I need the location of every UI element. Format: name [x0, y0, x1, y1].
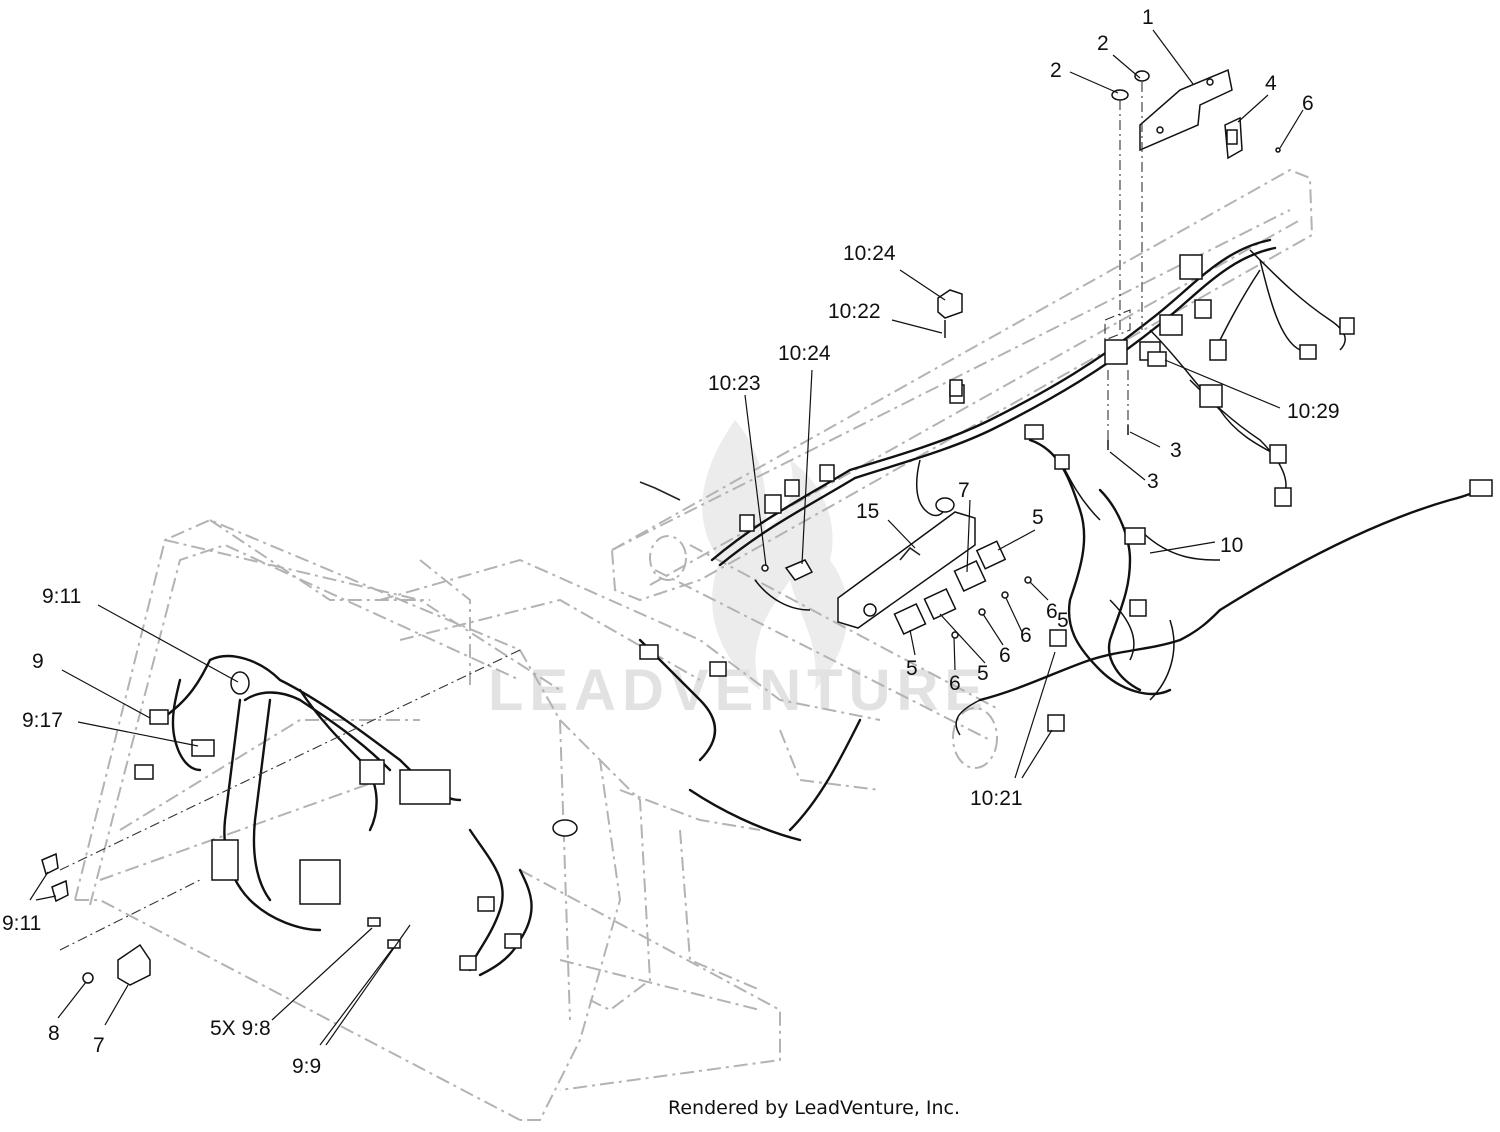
small-parts-upper: [639, 289, 963, 581]
chassis-frame: [74, 168, 1314, 1121]
callout-7: 7: [958, 479, 970, 502]
callout-5x-9-8: 5X 9:8: [210, 1017, 271, 1040]
callout-3: 3: [1170, 439, 1182, 462]
small-parts-lower: [41, 649, 521, 986]
callout-labels: 1 2 2 4 6 10:24 10:22 10:24 10:23 10:29 …: [2, 6, 1340, 1078]
footer-credit: Rendered by LeadVenture, Inc.: [668, 1097, 961, 1119]
callout-4: 4: [1265, 72, 1277, 95]
callout-9: 9: [32, 650, 44, 673]
callout-2: 2: [1050, 59, 1062, 82]
callout-2: 2: [1097, 32, 1109, 55]
callout-6: 6: [999, 644, 1011, 667]
callout-5: 5: [977, 662, 989, 685]
mounting-plate-15: [837, 511, 1032, 639]
callout-9-11: 9:11: [2, 912, 41, 935]
callout-6: 6: [1046, 600, 1058, 623]
watermark-text: LEADVENTURE: [488, 658, 989, 723]
callout-9-11: 9:11: [42, 585, 81, 608]
callout-7: 7: [93, 1034, 105, 1057]
callout-10-21: 10:21: [970, 787, 1023, 810]
callout-9-17: 9:17: [22, 709, 63, 732]
callout-10-29: 10:29: [1287, 400, 1340, 423]
callout-1: 1: [1142, 6, 1154, 29]
bracket-1: [1104, 68, 1281, 450]
harness-9: [134, 638, 862, 977]
callout-9-9: 9:9: [292, 1055, 321, 1078]
leader-lines: [29, 29, 1304, 1046]
rear-wire-harness: [710, 238, 1355, 611]
callout-10: 10: [1220, 534, 1243, 557]
callout-10-24: 10:24: [843, 242, 896, 265]
callout-6: 6: [1302, 92, 1314, 115]
callout-5: 5: [1032, 506, 1044, 529]
callout-15: 15: [856, 500, 879, 523]
callout-3: 3: [1147, 470, 1159, 493]
callout-8: 8: [48, 1022, 60, 1045]
harness-10: [955, 424, 1493, 736]
callout-6: 6: [949, 672, 961, 695]
callout-10-23: 10:23: [708, 372, 761, 395]
callout-6: 6: [1020, 624, 1032, 647]
callout-5: 5: [906, 657, 918, 680]
callout-10-22: 10:22: [828, 300, 881, 323]
callout-10-24: 10:24: [778, 342, 831, 365]
callout-5: 5: [1057, 609, 1069, 632]
leadventure-flame-icon: [702, 420, 848, 690]
